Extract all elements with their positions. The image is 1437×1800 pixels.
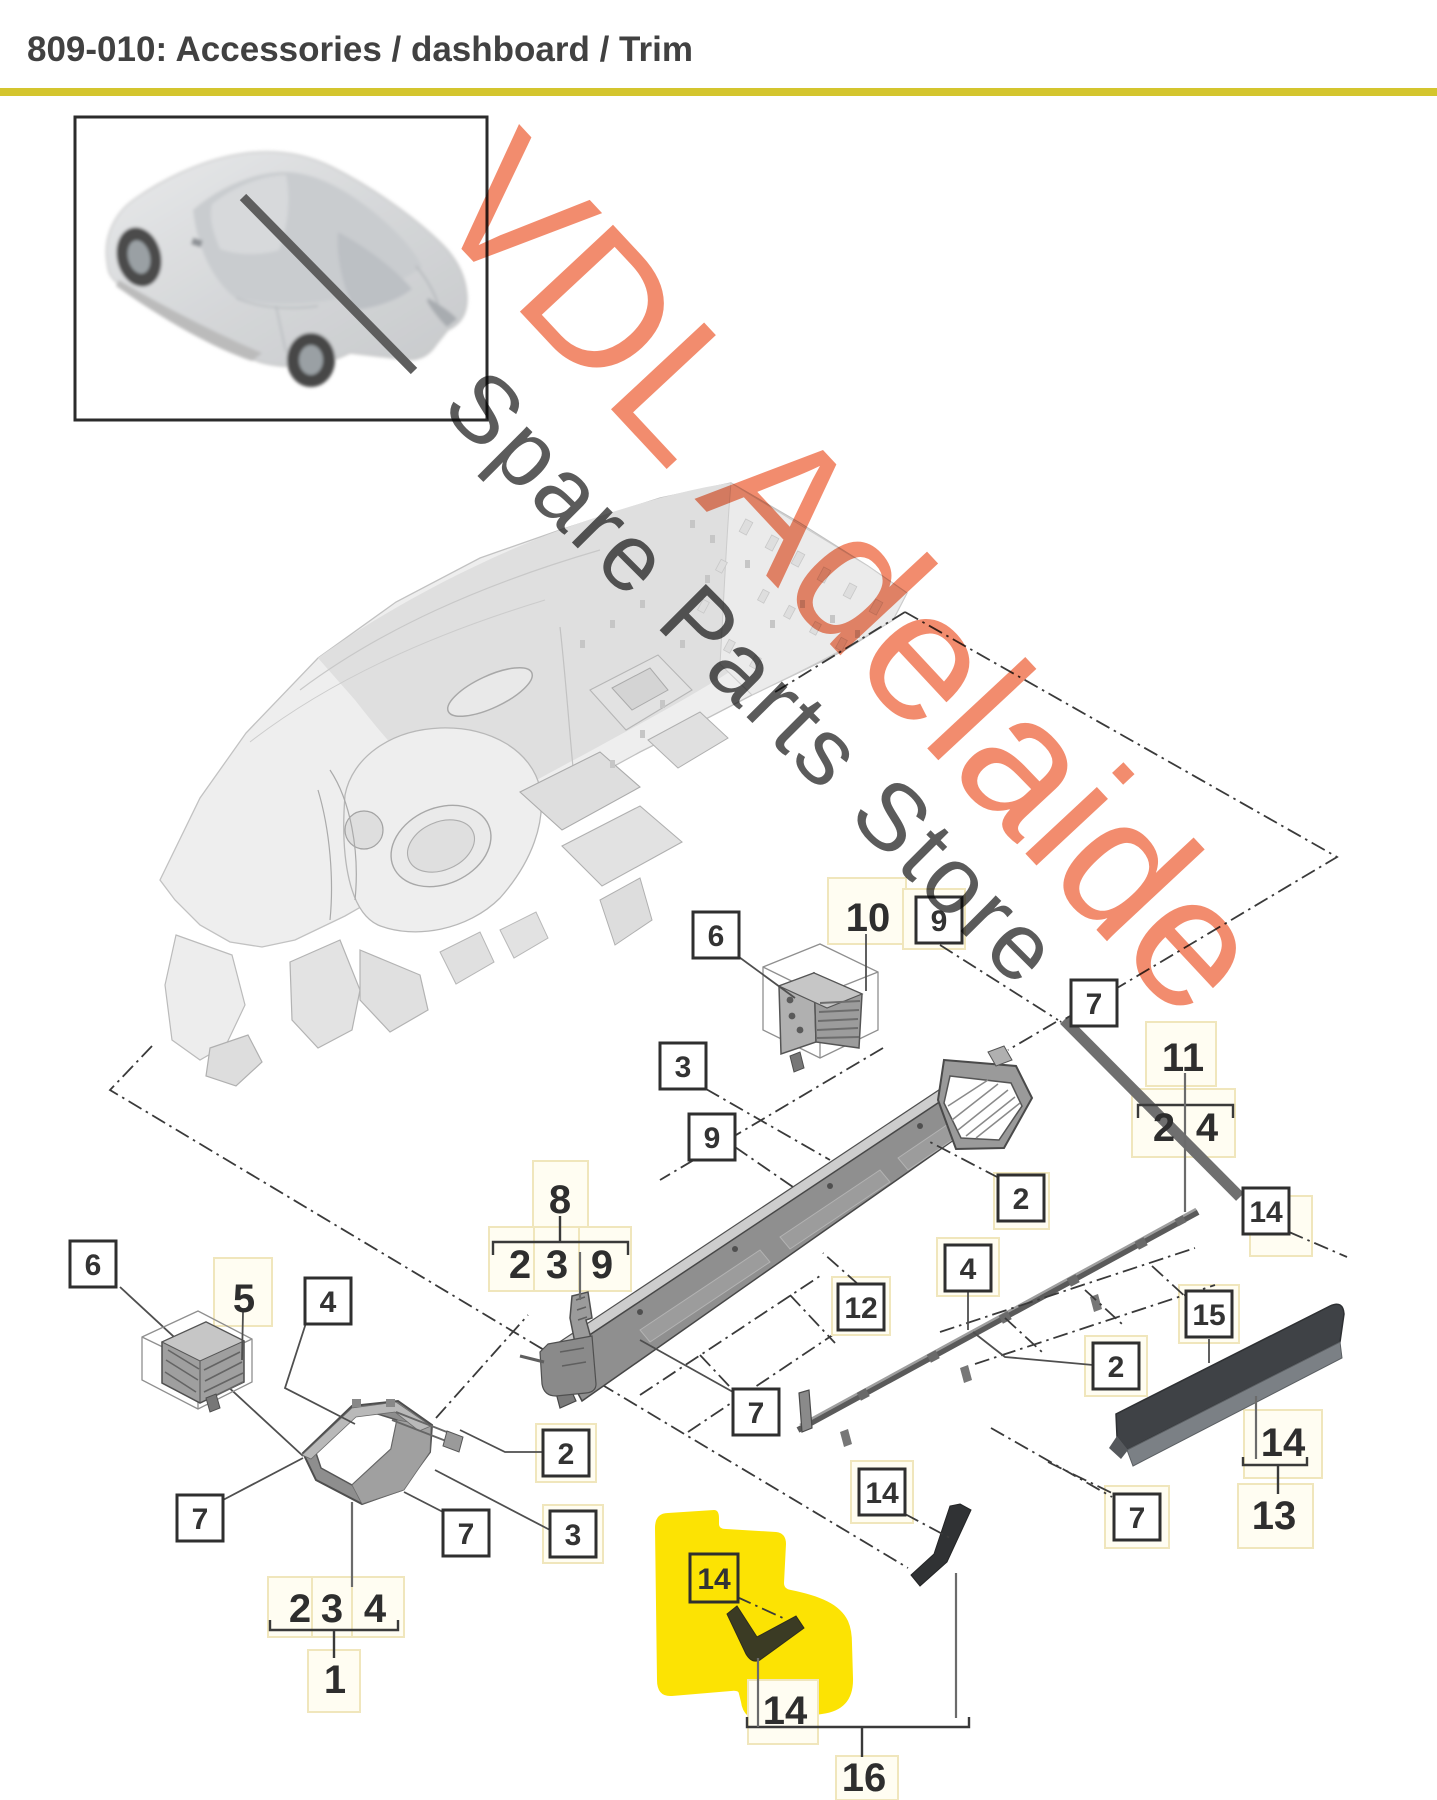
svg-text:2: 2: [558, 1438, 575, 1471]
svg-text:2: 2: [1153, 1106, 1175, 1150]
svg-text:2: 2: [1013, 1183, 1030, 1216]
svg-text:2: 2: [289, 1587, 311, 1631]
svg-text:11: 11: [1162, 1036, 1204, 1080]
svg-text:14: 14: [1261, 1421, 1306, 1465]
svg-text:4: 4: [320, 1286, 337, 1319]
svg-text:10: 10: [846, 896, 891, 940]
svg-text:14: 14: [763, 1689, 808, 1733]
svg-text:6: 6: [708, 920, 725, 953]
svg-text:4: 4: [1196, 1106, 1219, 1150]
svg-text:12: 12: [844, 1292, 877, 1325]
svg-text:15: 15: [1192, 1299, 1225, 1332]
svg-text:3: 3: [546, 1243, 568, 1287]
svg-text:3: 3: [321, 1587, 343, 1631]
svg-text:2: 2: [1108, 1351, 1125, 1384]
svg-text:7: 7: [192, 1503, 209, 1536]
svg-text:9: 9: [704, 1122, 721, 1155]
svg-text:7: 7: [748, 1397, 765, 1430]
svg-text:14: 14: [1249, 1196, 1283, 1229]
svg-text:4: 4: [364, 1587, 387, 1631]
svg-text:6: 6: [85, 1249, 102, 1282]
svg-text:7: 7: [1086, 988, 1103, 1021]
svg-text:4: 4: [960, 1253, 977, 1286]
svg-text:16: 16: [842, 1756, 887, 1800]
svg-text:9: 9: [591, 1243, 613, 1287]
svg-text:7: 7: [458, 1518, 475, 1551]
svg-text:14: 14: [697, 1563, 731, 1596]
svg-text:1: 1: [324, 1658, 346, 1702]
svg-text:9: 9: [931, 905, 948, 938]
svg-text:8: 8: [549, 1178, 571, 1222]
svg-text:7: 7: [1129, 1502, 1146, 1535]
svg-text:13: 13: [1252, 1494, 1297, 1538]
svg-text:3: 3: [565, 1519, 582, 1552]
svg-text:5: 5: [233, 1277, 255, 1321]
svg-text:809-010: Accessories / dashboa: 809-010: Accessories / dashboard / Trim: [27, 30, 693, 69]
svg-text:2: 2: [509, 1243, 531, 1287]
svg-text:14: 14: [865, 1477, 899, 1510]
svg-text:3: 3: [675, 1051, 692, 1084]
